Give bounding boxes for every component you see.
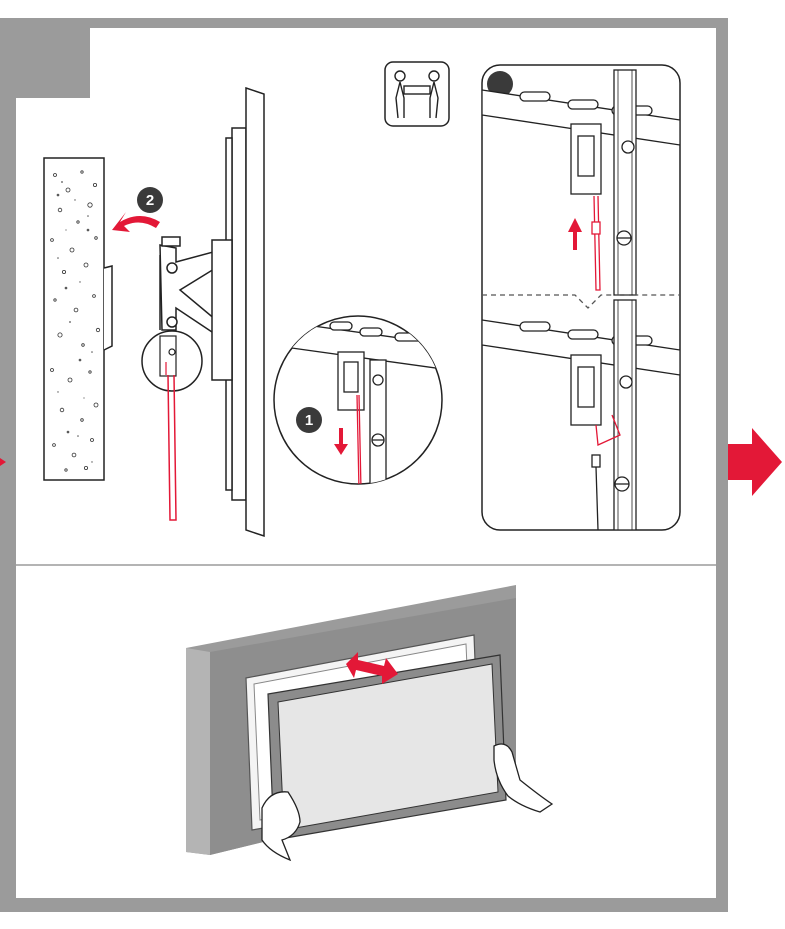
- side-view-detail-circle: [142, 331, 202, 391]
- two-person-lift-icon: [385, 62, 449, 126]
- callout-1-label: 1: [305, 412, 313, 429]
- detail-panel: [482, 65, 680, 530]
- wall-section: [44, 158, 104, 480]
- next-step-arrow-icon[interactable]: [728, 428, 782, 496]
- step-number-tab: [16, 28, 90, 98]
- callout-2-label: 2: [146, 192, 154, 209]
